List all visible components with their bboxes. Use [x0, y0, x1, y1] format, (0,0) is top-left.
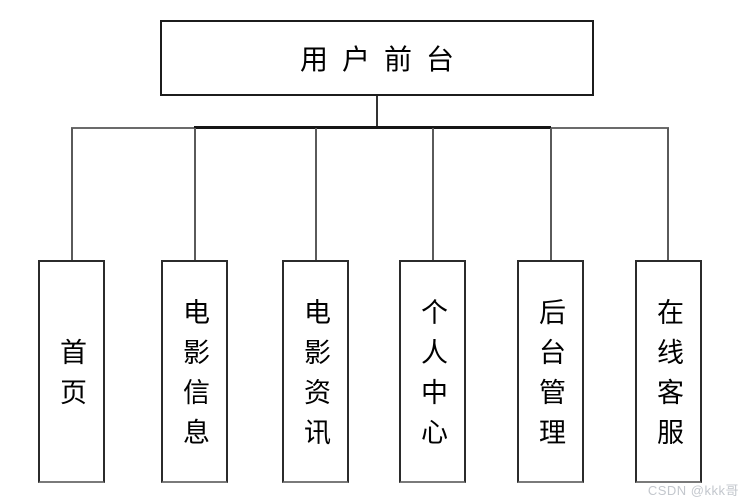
- node-movie-info: 电影信息: [161, 260, 228, 483]
- connector-drop-movie-info: [194, 128, 196, 260]
- node-user-frontend: 用户前台: [160, 20, 594, 96]
- node-online-service: 在线客服: [635, 260, 702, 483]
- connector-drop-home: [71, 128, 73, 260]
- node-label: 首页: [56, 338, 86, 418]
- connector-stem: [376, 96, 378, 128]
- node-backend-admin: 后台管理: [517, 260, 584, 483]
- csdn-watermark: CSDN @kkk哥: [647, 483, 739, 498]
- connector-horizontal-overlap: [194, 126, 551, 129]
- node-label: 后台管理: [535, 298, 565, 458]
- node-label: 电影信息: [179, 298, 209, 458]
- connector-drop-movie-news: [315, 128, 317, 260]
- connector-drop-backend-admin: [550, 128, 552, 260]
- node-label: 在线客服: [653, 298, 683, 458]
- node-label: 电影资讯: [300, 298, 330, 458]
- connector-drop-online-service: [667, 128, 669, 260]
- node-home: 首页: [38, 260, 105, 483]
- node-label: 用户前台: [299, 44, 468, 75]
- node-label: 个人中心: [417, 298, 447, 458]
- connector-drop-personal-center: [432, 128, 434, 260]
- node-movie-news: 电影资讯: [282, 260, 349, 483]
- node-personal-center: 个人中心: [399, 260, 466, 483]
